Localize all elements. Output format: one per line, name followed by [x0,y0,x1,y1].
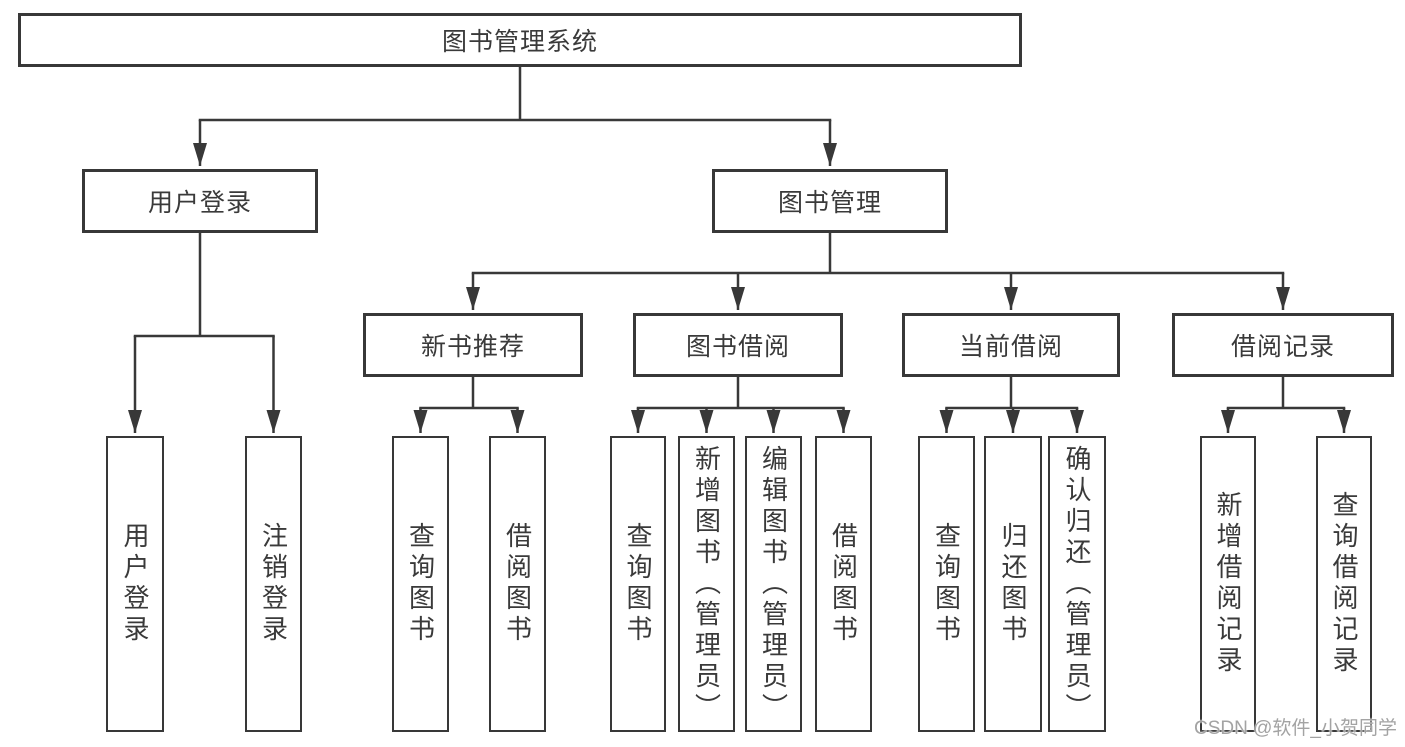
watermark: CSDN @软件_小贺同学 [1194,718,1397,739]
node-leaf-user-login: 用户登录 [106,436,164,732]
node-leaf-query-book-current: 查询图书 [918,436,975,732]
node-leaf-confirm-return-admin: 确认归还（管理员） [1048,436,1106,732]
node-leaf-logout: 注销登录 [245,436,302,732]
node-label: 查询图书 [405,522,436,646]
node-book-borrow: 图书借阅 [633,313,843,377]
node-leaf-add-borrow-record: 新增借阅记录 [1200,436,1256,732]
node-label: 确认归还（管理员） [1062,444,1092,724]
node-label: 查询图书 [623,522,653,646]
node-library-system: 图书管理系统 [18,13,1022,67]
node-label: 图书管理系统 [441,28,598,56]
node-label: 用户登录 [147,189,252,217]
node-label: 用户登录 [120,522,150,646]
node-label: 归还图书 [998,522,1028,646]
node-label: 新增图书（管理员） [691,444,722,724]
node-leaf-edit-book-admin: 编辑图书（管理员） [745,436,802,732]
node-book-management: 图书管理 [712,169,948,233]
node-label: 图书借阅 [685,333,790,361]
node-label: 查询借阅记录 [1329,491,1359,677]
node-leaf-borrow-book: 借阅图书 [815,436,872,732]
node-label: 借阅图书 [828,522,859,646]
node-leaf-add-book-admin: 新增图书（管理员） [678,436,735,732]
node-label: 新增借阅记录 [1213,491,1243,677]
node-label: 借阅记录 [1230,333,1335,361]
node-label: 借阅图书 [502,522,533,646]
node-label: 编辑图书（管理员） [758,444,789,724]
node-label: 图书管理 [777,189,882,217]
node-leaf-query-borrow-record: 查询借阅记录 [1316,436,1372,732]
node-label: 查询图书 [931,522,962,646]
node-label: 当前借阅 [958,333,1063,361]
node-leaf-query-book-borrow: 查询图书 [610,436,666,732]
node-leaf-query-book-recommend: 查询图书 [392,436,449,732]
node-leaf-return-book: 归还图书 [984,436,1042,732]
node-new-book-recommend: 新书推荐 [363,313,583,377]
node-label: 新书推荐 [420,333,525,361]
node-borrow-records: 借阅记录 [1172,313,1394,377]
node-user-login: 用户登录 [82,169,318,233]
node-current-borrow: 当前借阅 [902,313,1120,377]
node-label: 注销登录 [258,522,289,646]
node-leaf-borrow-book-recommend: 借阅图书 [489,436,546,732]
